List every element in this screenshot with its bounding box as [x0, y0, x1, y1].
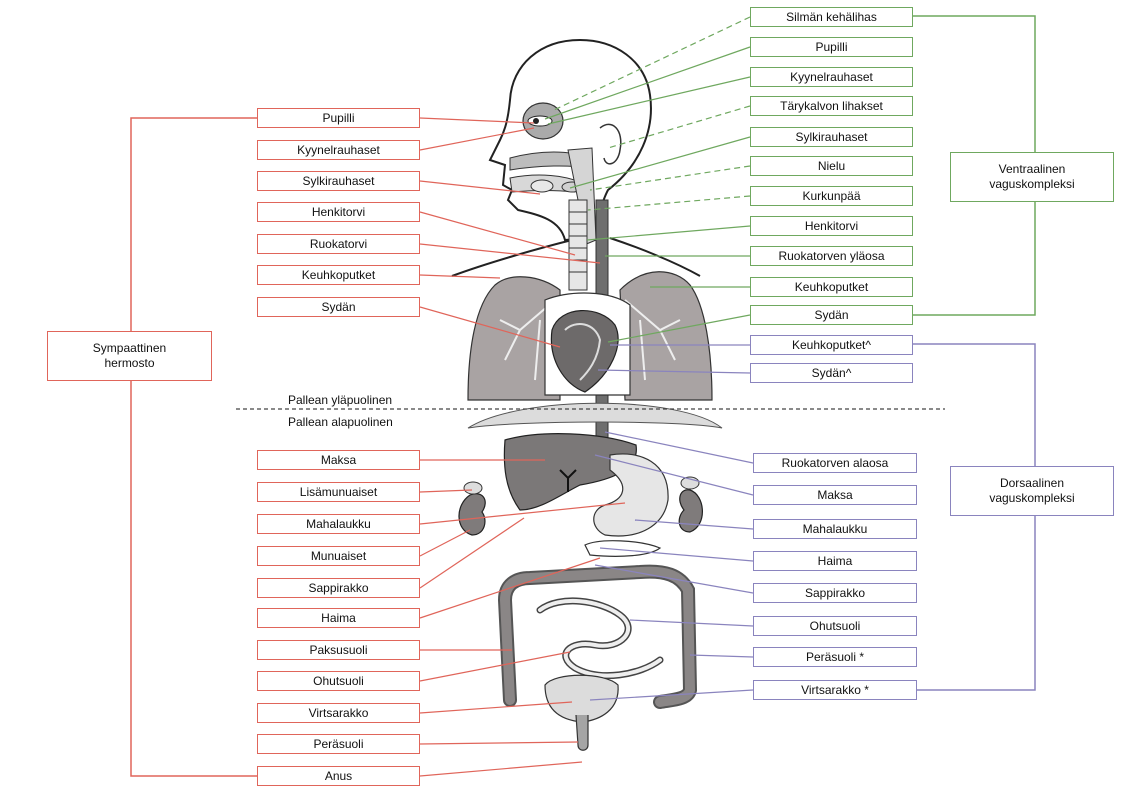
right-kidney — [678, 489, 703, 533]
diaphragm — [467, 402, 723, 429]
left-label: Sylkirauhaset — [257, 171, 420, 191]
ventral-label: Sylkirauhaset — [750, 127, 913, 147]
ventral-label: Silmän kehälihas — [750, 7, 913, 27]
left-label: Anus — [257, 766, 420, 786]
left-label: Pupilli — [257, 108, 420, 128]
ventral-label: Tärykalvon lihakset — [750, 96, 913, 116]
dorsal-label: Haima — [753, 551, 917, 571]
bladder — [544, 674, 619, 723]
left-label: Ruokatorvi — [257, 234, 420, 254]
left-lung — [467, 276, 561, 401]
sympathetic-bracket — [130, 117, 257, 777]
ventral-bracket — [913, 15, 1036, 316]
group-sympathetic: Sympaattinen hermosto — [47, 331, 212, 381]
group-ventral-vagal: Ventraalinen vaguskompleksi — [950, 152, 1114, 202]
dorsal-leaders — [589, 344, 754, 701]
dorsal-label: Sappirakko — [753, 583, 917, 603]
pharynx — [567, 147, 597, 246]
left-label: Sydän — [257, 297, 420, 317]
rectum — [575, 714, 589, 751]
left-label: Sappirakko — [257, 578, 420, 598]
small-intestine — [536, 597, 664, 680]
left-label: Paksusuoli — [257, 640, 420, 660]
dorsal-label: Ruokatorven alaosa — [753, 453, 917, 473]
left-label: Henkitorvi — [257, 202, 420, 222]
ventral-label: Keuhkoputket — [750, 277, 913, 297]
left-label: Keuhkoputket — [257, 265, 420, 285]
ventral-label: Nielu — [750, 156, 913, 176]
trachea — [568, 199, 588, 291]
dorsal-label: Mahalaukku — [753, 519, 917, 539]
ear — [599, 123, 622, 165]
dorsal-label: Virtsarakko * — [753, 680, 917, 700]
heart — [550, 310, 619, 393]
pancreas — [584, 540, 662, 557]
ventral-label: Sydän — [750, 305, 913, 325]
divider-below-label: Pallean alapuolinen — [288, 415, 393, 429]
ventral-leaders — [544, 16, 751, 343]
dorsal-label: Ohutsuoli — [753, 616, 917, 636]
left-label: Peräsuoli — [257, 734, 420, 754]
ventral-label: Kyynelrauhaset — [750, 67, 913, 87]
sympathetic-leaders — [419, 117, 626, 777]
divider-above-label: Pallean yläpuolinen — [288, 393, 393, 407]
left-label: Haima — [257, 608, 420, 628]
left-label: Mahalaukku — [257, 514, 420, 534]
left-label: Lisämunuaiset — [257, 482, 420, 502]
left-label: Maksa — [257, 450, 420, 470]
liver — [503, 433, 637, 511]
right-lung — [619, 271, 713, 401]
ventral-label: Henkitorvi — [750, 216, 913, 236]
dorsal-bracket — [913, 343, 1036, 691]
left-label: Ohutsuoli — [257, 671, 420, 691]
stomach — [593, 453, 669, 537]
ventral-label: Pupilli — [750, 37, 913, 57]
left-label: Munuaiset — [257, 546, 420, 566]
left-label: Virtsarakko — [257, 703, 420, 723]
left-label: Kyynelrauhaset — [257, 140, 420, 160]
left-kidney — [458, 493, 486, 536]
dorsal-label: Peräsuoli * — [753, 647, 917, 667]
ventral-label: Ruokatorven yläosa — [750, 246, 913, 266]
group-dorsal-vagal: Dorsaalinen vaguskompleksi — [950, 466, 1114, 516]
ventral-label: Kurkunpää — [750, 186, 913, 206]
dorsal-label: Keuhkoputket^ — [750, 335, 913, 355]
dorsal-label: Maksa — [753, 485, 917, 505]
dorsal-label: Sydän^ — [750, 363, 913, 383]
